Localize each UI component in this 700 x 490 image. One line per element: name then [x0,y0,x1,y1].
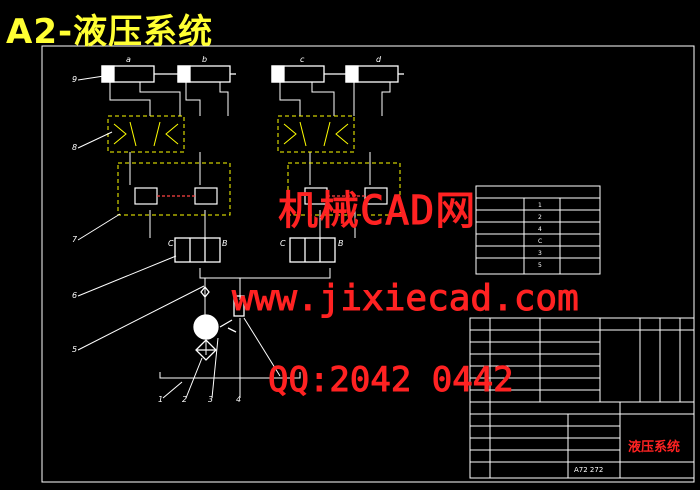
directional-valves [174,237,336,263]
function-table-value: C [538,238,542,245]
port-label: B [338,239,344,248]
function-table-value: 4 [538,226,542,233]
port-label: B [222,239,228,248]
leader-label: 2 [182,395,187,404]
check-group-right [287,162,401,216]
watermark-site: www.jixiecad.com [232,278,580,320]
cylinder-label-b: b [202,55,207,64]
function-table-value: 2 [538,214,542,221]
leader-label: 9 [72,75,77,84]
drawing-frame [41,45,695,483]
title-block-scale-note: A72 272 [574,466,604,474]
throttle-blocks [107,115,355,153]
directional-valve-right [289,237,336,263]
check-valve-groups [117,162,401,216]
function-table-value: 3 [538,250,542,257]
leader-label: 5 [72,345,77,354]
title-block-drawing-name: 液压系统 [628,440,681,455]
drawing-title: A2-液压系统 [6,12,214,52]
cylinder-label-d: d [376,55,382,64]
cylinder-label-a: a [126,55,131,64]
watermark-brand: 机械CAD网 [277,188,477,235]
watermark-qq: QQ:2042 0442 [268,360,515,401]
throttle-block-left [107,115,185,153]
function-table-value: 5 [538,262,542,269]
port-label: C [168,239,174,248]
check-group-left [117,162,231,216]
power-unit [193,285,245,361]
leader-label: 6 [72,291,77,300]
check-node-icon [200,285,210,299]
cylinder-a-cap [101,65,115,83]
directional-valve-left [174,237,221,263]
leader-label: 8 [72,143,77,152]
function-table-value: 1 [538,202,542,209]
leader-label: 3 [208,395,213,404]
cylinder-label-c: c [300,55,305,64]
throttle-block-right [277,115,355,153]
piping [109,82,391,379]
leader-lines [77,75,281,399]
port-label: C [280,239,286,248]
leader-label: 7 [72,235,78,244]
leader-label: 4 [236,395,241,404]
function-table-grid [475,185,601,275]
pump-icon [193,314,219,340]
relief-valve [233,295,245,317]
check-valves [134,187,388,205]
cylinders [101,65,404,83]
leader-label: 1 [158,395,163,404]
title-block-grid [469,317,695,479]
